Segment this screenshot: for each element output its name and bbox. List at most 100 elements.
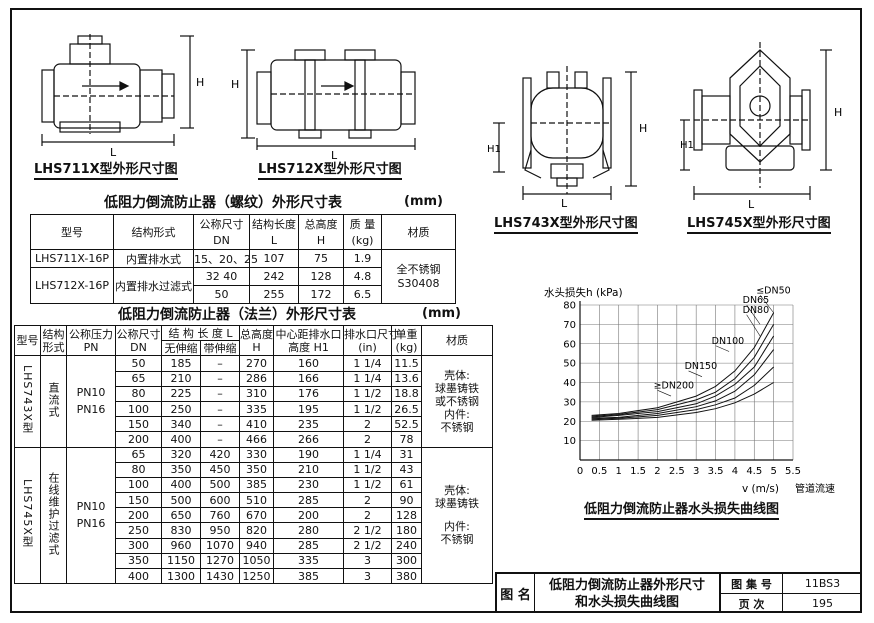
chart-series-leader [688,370,703,377]
table-row: LHS711X-16P 内置排水式 15、20、25 107 75 1.9 全不… [30,249,456,304]
cell-length: 255 [249,285,299,304]
cell-l2: – [200,431,240,448]
material-line: 全不锈钢 [396,262,441,276]
cell-dn: 150 [115,416,162,433]
col-dn: 公称尺寸 [193,214,250,232]
cell-structure: 直流式 [40,355,67,448]
material-line: 球墨铸铁 [435,497,479,511]
chart-x-tick-label: 0 [577,466,583,477]
chart-caption: 低阻力倒流防止器水头损失曲线图 [584,502,780,520]
cell-l2: 600 [200,492,240,509]
lhs743-length-letter: L [561,197,568,210]
cell-l2: – [200,370,240,387]
cell-l2: – [200,355,240,372]
cell-dn: 400 [115,567,162,585]
cell-weight: 240 [391,537,422,554]
thread-dimension-table: 型号 结构形式 公称尺寸 结构长度 总高度 质 量 材质 DN L H (kg)… [30,214,456,304]
lhs711-height-letter: H [196,76,204,89]
table-row: 150 500 600 510 285 2 90 [15,492,493,509]
header-line: 单重 [395,327,418,341]
cell-l2: 1430 [200,567,240,585]
atlas-number-label: 图 集 号 [721,574,783,594]
cell-l1: 1150 [161,552,201,570]
cell-material: 全不锈钢 S30408 [381,249,456,304]
cell-structure: 内置排水式 [113,249,194,268]
chart-grid [580,304,794,460]
cell-weight: 52.5 [391,416,422,433]
chart-x-tick-label: 2 [654,466,660,477]
cell-mass: 1.9 [343,249,382,268]
lhs712-height-letter: H [231,78,239,91]
flange-dimension-table: 型号 结构 形式 公称压力 PN 公称尺寸 DN 结 构 长 度 L 总高度 H… [14,324,493,585]
cell-drain: 3 [343,567,392,585]
cell-dn: 80 [115,461,162,478]
cell-h: 1250 [239,567,274,585]
cell-l1: 185 [161,355,201,372]
chart-series-label: ≥DN200 [654,380,695,391]
chart-x-tick-label: 5.5 [785,466,801,477]
cell-l2: – [200,400,240,418]
material-line: 壳体: [444,484,470,498]
lhs711-caption: LHS711X型外形尺寸图 [34,162,178,180]
header-line: (kg) [395,340,418,354]
cell-drain: 1 1/2 [343,400,392,418]
col-mass: 质 量 [343,214,382,232]
drawing-name-label: 图 名 [497,574,535,613]
table-row: 400 1300 1430 1250 385 3 380 [15,567,493,585]
cell-height: 75 [298,249,344,268]
cell-drain: 1 1/4 [343,446,392,463]
chart-y-tick-label: 30 [563,397,576,408]
lhs743-outline-drawing: L H1 H [487,66,647,210]
cell-drain: 2 [343,507,392,524]
lhs743-drain-height-letter: H1 [487,144,501,155]
cell-l1: 500 [161,492,201,509]
cell-h: 335 [239,400,274,418]
header-line: 高度 H1 [288,340,329,354]
cell-drain: 2 1/2 [343,522,392,539]
title-block: 图 名 低阻力倒流防止器外形尺寸 和水头损失曲线图 图 集 号 11BS3 页 … [495,572,862,613]
cell-dn: 50 [193,285,250,304]
material-line: 或不锈钢 [435,394,479,408]
cell-model: LHS745X型 [14,446,41,585]
cell-structure: 内置排水过滤式 [113,267,194,304]
cell-dn: 80 [115,385,162,402]
cell-pn: PN10 PN16 [66,355,116,448]
cell-h1: 190 [273,446,344,463]
material-line: 不锈钢 [440,533,474,547]
cell-h1: 195 [273,400,344,418]
cell-l1: 400 [161,431,201,448]
cell-l2: 450 [200,461,240,478]
cell-h: 310 [239,385,274,402]
table-row: 250 830 950 820 280 2 1/2 180 [15,522,493,539]
cell-drain: 1 1/2 [343,461,392,478]
cell-h1: 176 [273,385,344,402]
cell-h: 820 [239,522,274,539]
chart-x-tick-label: 4 [732,466,738,477]
cell-h1: 285 [273,492,344,509]
col-with-expansion: 带伸缩 [200,340,240,357]
cell-l1: 250 [161,400,201,418]
lhs712-outline-drawing: L H [231,49,416,162]
col-length-sub: L [249,232,299,250]
cell-l2: 420 [200,446,240,463]
cell-mass: 6.5 [343,285,382,304]
col-drain: 排水口尺寸 (in) [343,324,399,357]
chart-y-tick-label: 20 [563,417,576,428]
col-height: 总高度 [298,214,344,232]
cell-model: LHS712X-16P [30,267,114,304]
cell-h1: 266 [273,431,344,448]
cell-l1: 960 [161,537,201,554]
cell-weight: 300 [391,552,422,570]
flange-table-title: 低阻力倒流防止器（法兰）外形尺寸表 [118,307,356,323]
table-row: LHS712X-16P 内置排水过滤式 32 40 242 128 4.8 [30,267,456,304]
table-row: LHS745X型 在线维护过滤式 PN10 PN16 65 320 420 33… [14,446,493,585]
cell-drain: 1 1/2 [343,385,392,402]
cell-dn: 15、20、25 [193,249,258,268]
cell-l1: 340 [161,416,201,433]
cell-h: 1050 [239,552,274,570]
cell-h1: 235 [273,416,344,433]
chart-series-label: DN150 [685,361,718,372]
header-line: 排水口尺寸 [344,327,399,341]
cell-dn: 65 [115,446,162,463]
cell-dn: 65 [115,370,162,387]
